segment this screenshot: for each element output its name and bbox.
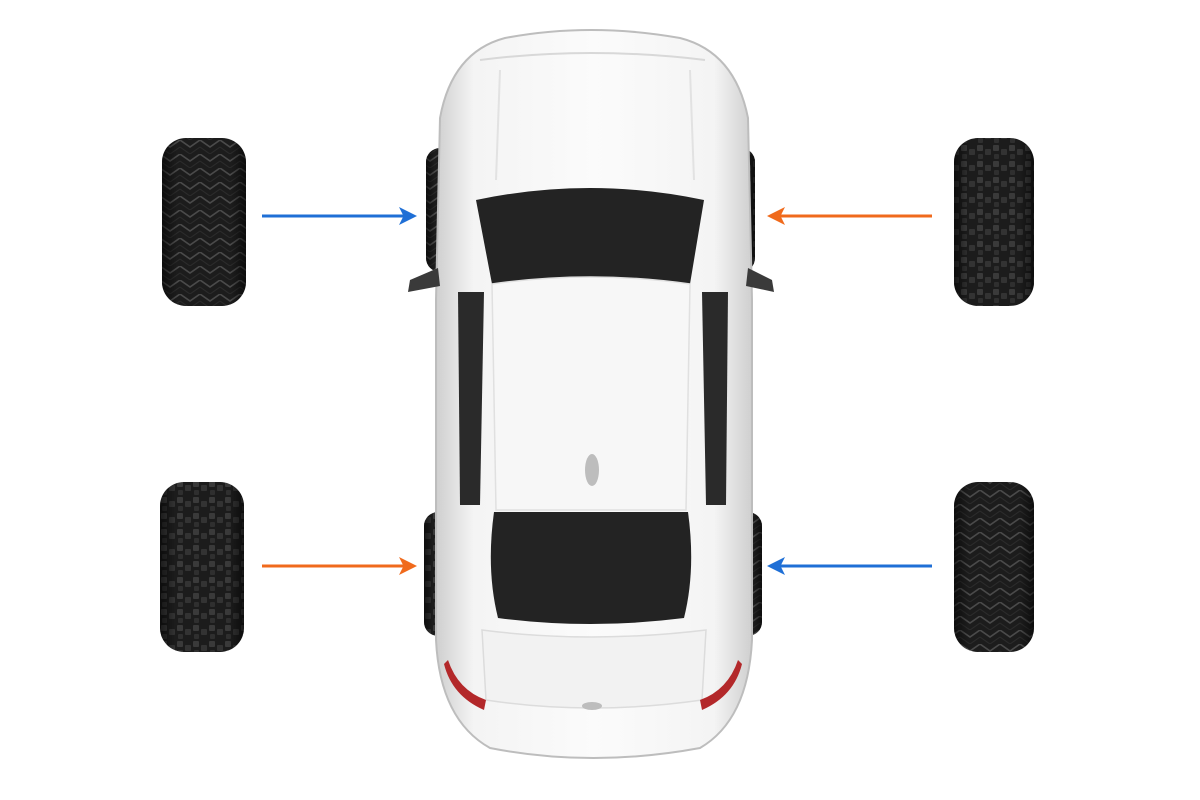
trunk-emblem	[582, 702, 602, 710]
right-mirror	[746, 268, 774, 292]
windshield	[476, 188, 704, 284]
rear-left-new-tire	[160, 482, 244, 652]
left-mirror	[408, 268, 440, 292]
rear-window	[490, 512, 692, 624]
car-top-view	[408, 29, 774, 759]
right-taillight	[700, 660, 742, 710]
shark-fin-antenna	[585, 454, 599, 486]
rear-right-new-tire	[954, 482, 1034, 652]
left-taillight	[444, 660, 486, 710]
front-right-new-tire	[954, 138, 1034, 306]
left-side-windows	[458, 292, 484, 505]
front-left-new-tire	[162, 138, 246, 306]
car-roof	[491, 276, 691, 511]
right-side-windows	[702, 292, 728, 505]
